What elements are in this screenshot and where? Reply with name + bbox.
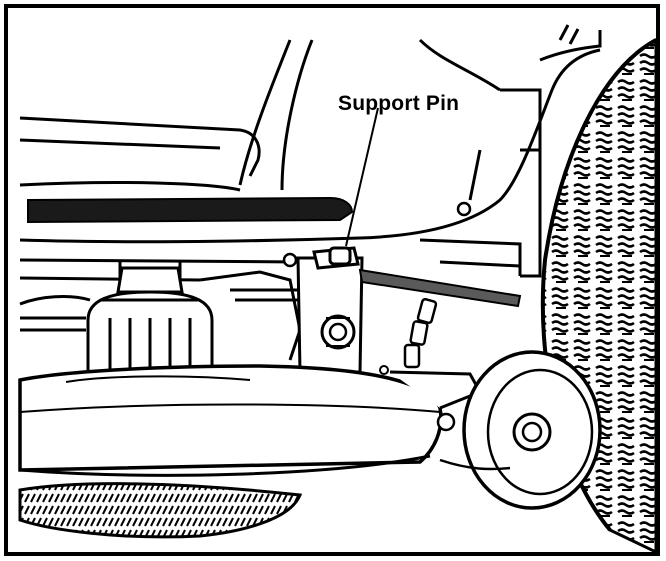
- figure-frame: Support Pin: [4, 4, 660, 556]
- link-chain: [403, 297, 438, 369]
- seat-base: [27, 196, 354, 224]
- seat-body: [19, 24, 602, 278]
- callout-leader-line: [345, 107, 379, 247]
- mower-deck: [18, 364, 483, 477]
- roller-wheel: [439, 350, 602, 510]
- lift-arm: [358, 268, 522, 308]
- front-tire: [18, 482, 303, 539]
- support-pin-label: Support Pin: [338, 92, 460, 115]
- mower-illustration: [18, 24, 656, 552]
- spindle-pulley: [19, 266, 214, 384]
- support-pin-bracket: [282, 201, 472, 374]
